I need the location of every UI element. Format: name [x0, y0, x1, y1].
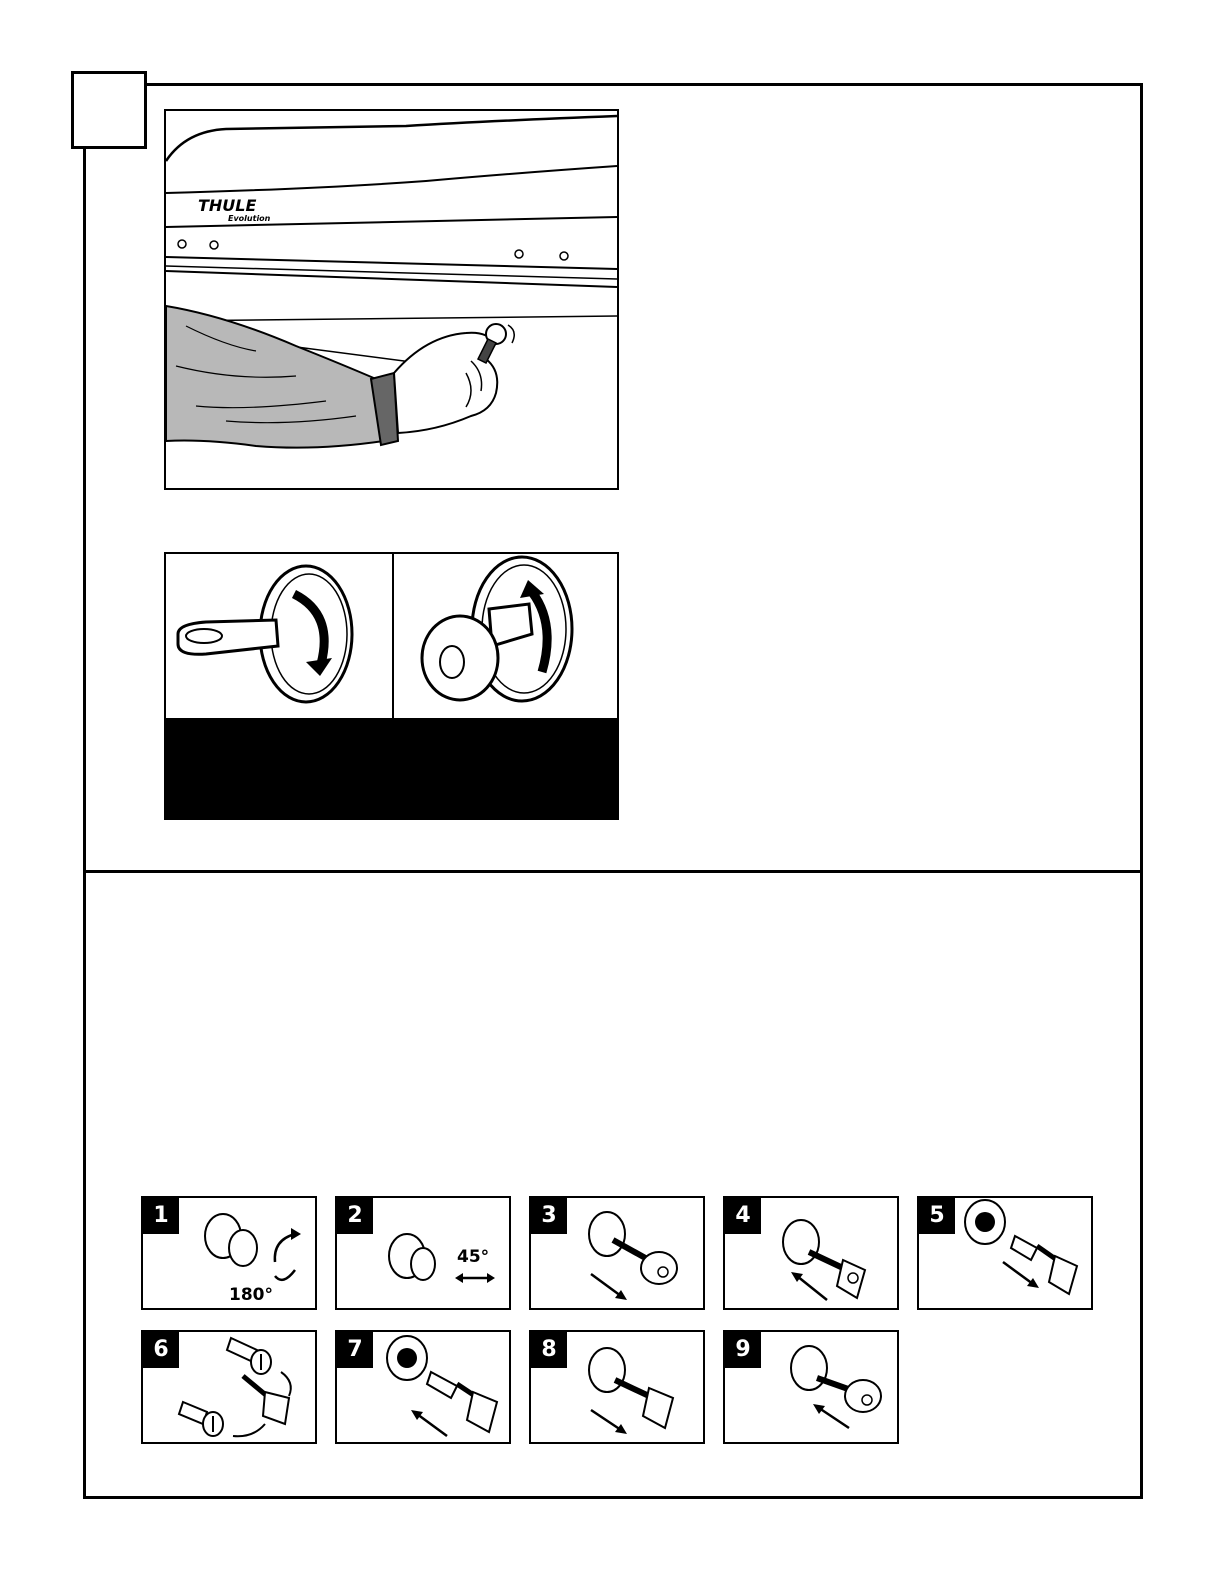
step-number: 5: [919, 1198, 955, 1234]
step-number-box: [71, 71, 147, 149]
key-step-5: 5: [917, 1196, 1093, 1310]
key-step-7: 7: [335, 1330, 511, 1444]
key-step-4: 4: [723, 1196, 899, 1310]
key-locked-position: [166, 554, 394, 718]
step-number: 8: [531, 1332, 567, 1368]
lock-cylinder-swap-icon: [177, 1336, 292, 1438]
brand-logo: THULE: [198, 196, 256, 215]
key-position-panel: [164, 552, 619, 820]
step-number: 1: [143, 1198, 179, 1234]
lock-cylinder-insert-icon: [386, 1335, 499, 1438]
rotation-label: 45°: [457, 1247, 489, 1267]
key-step-6: 6: [141, 1330, 317, 1444]
lock-cylinder-remove-icon: [964, 1199, 1079, 1296]
key-step-1: 1 180°: [141, 1196, 317, 1310]
step-number: 2: [337, 1198, 373, 1234]
key-turn-counterclockwise-icon: [420, 555, 574, 703]
step-number: 9: [725, 1332, 761, 1368]
key-pull-out-icon: [588, 1211, 678, 1300]
cargo-box-lock-illustration: THULE Evolution: [164, 109, 619, 490]
step-number: 6: [143, 1332, 179, 1368]
step-number: 4: [725, 1198, 761, 1234]
key-pull-out-icon: [588, 1347, 675, 1434]
key-step-9: 9: [723, 1330, 899, 1444]
step-number: 3: [531, 1198, 567, 1234]
cargo-box-drawing: THULE Evolution: [166, 114, 617, 449]
key-step-3: 3: [529, 1196, 705, 1310]
key-turn-clockwise-icon: [176, 564, 354, 704]
page-frame: [83, 83, 1143, 1499]
key-step-8: 8: [529, 1330, 705, 1444]
rotation-label: 180°: [229, 1285, 273, 1305]
key-rotate-180-icon: 180°: [204, 1213, 301, 1305]
key-step-2: 2 45°: [335, 1196, 511, 1310]
model-logo: Evolution: [228, 214, 271, 223]
key-unlocked-position: [394, 554, 617, 718]
key-push-in-icon: [782, 1219, 867, 1301]
key-push-in-icon: [790, 1345, 882, 1430]
key-rotate-45-icon: 45°: [388, 1233, 495, 1283]
caption-bar: [166, 718, 617, 818]
step-number: 7: [337, 1332, 373, 1368]
section-divider: [83, 870, 1143, 873]
